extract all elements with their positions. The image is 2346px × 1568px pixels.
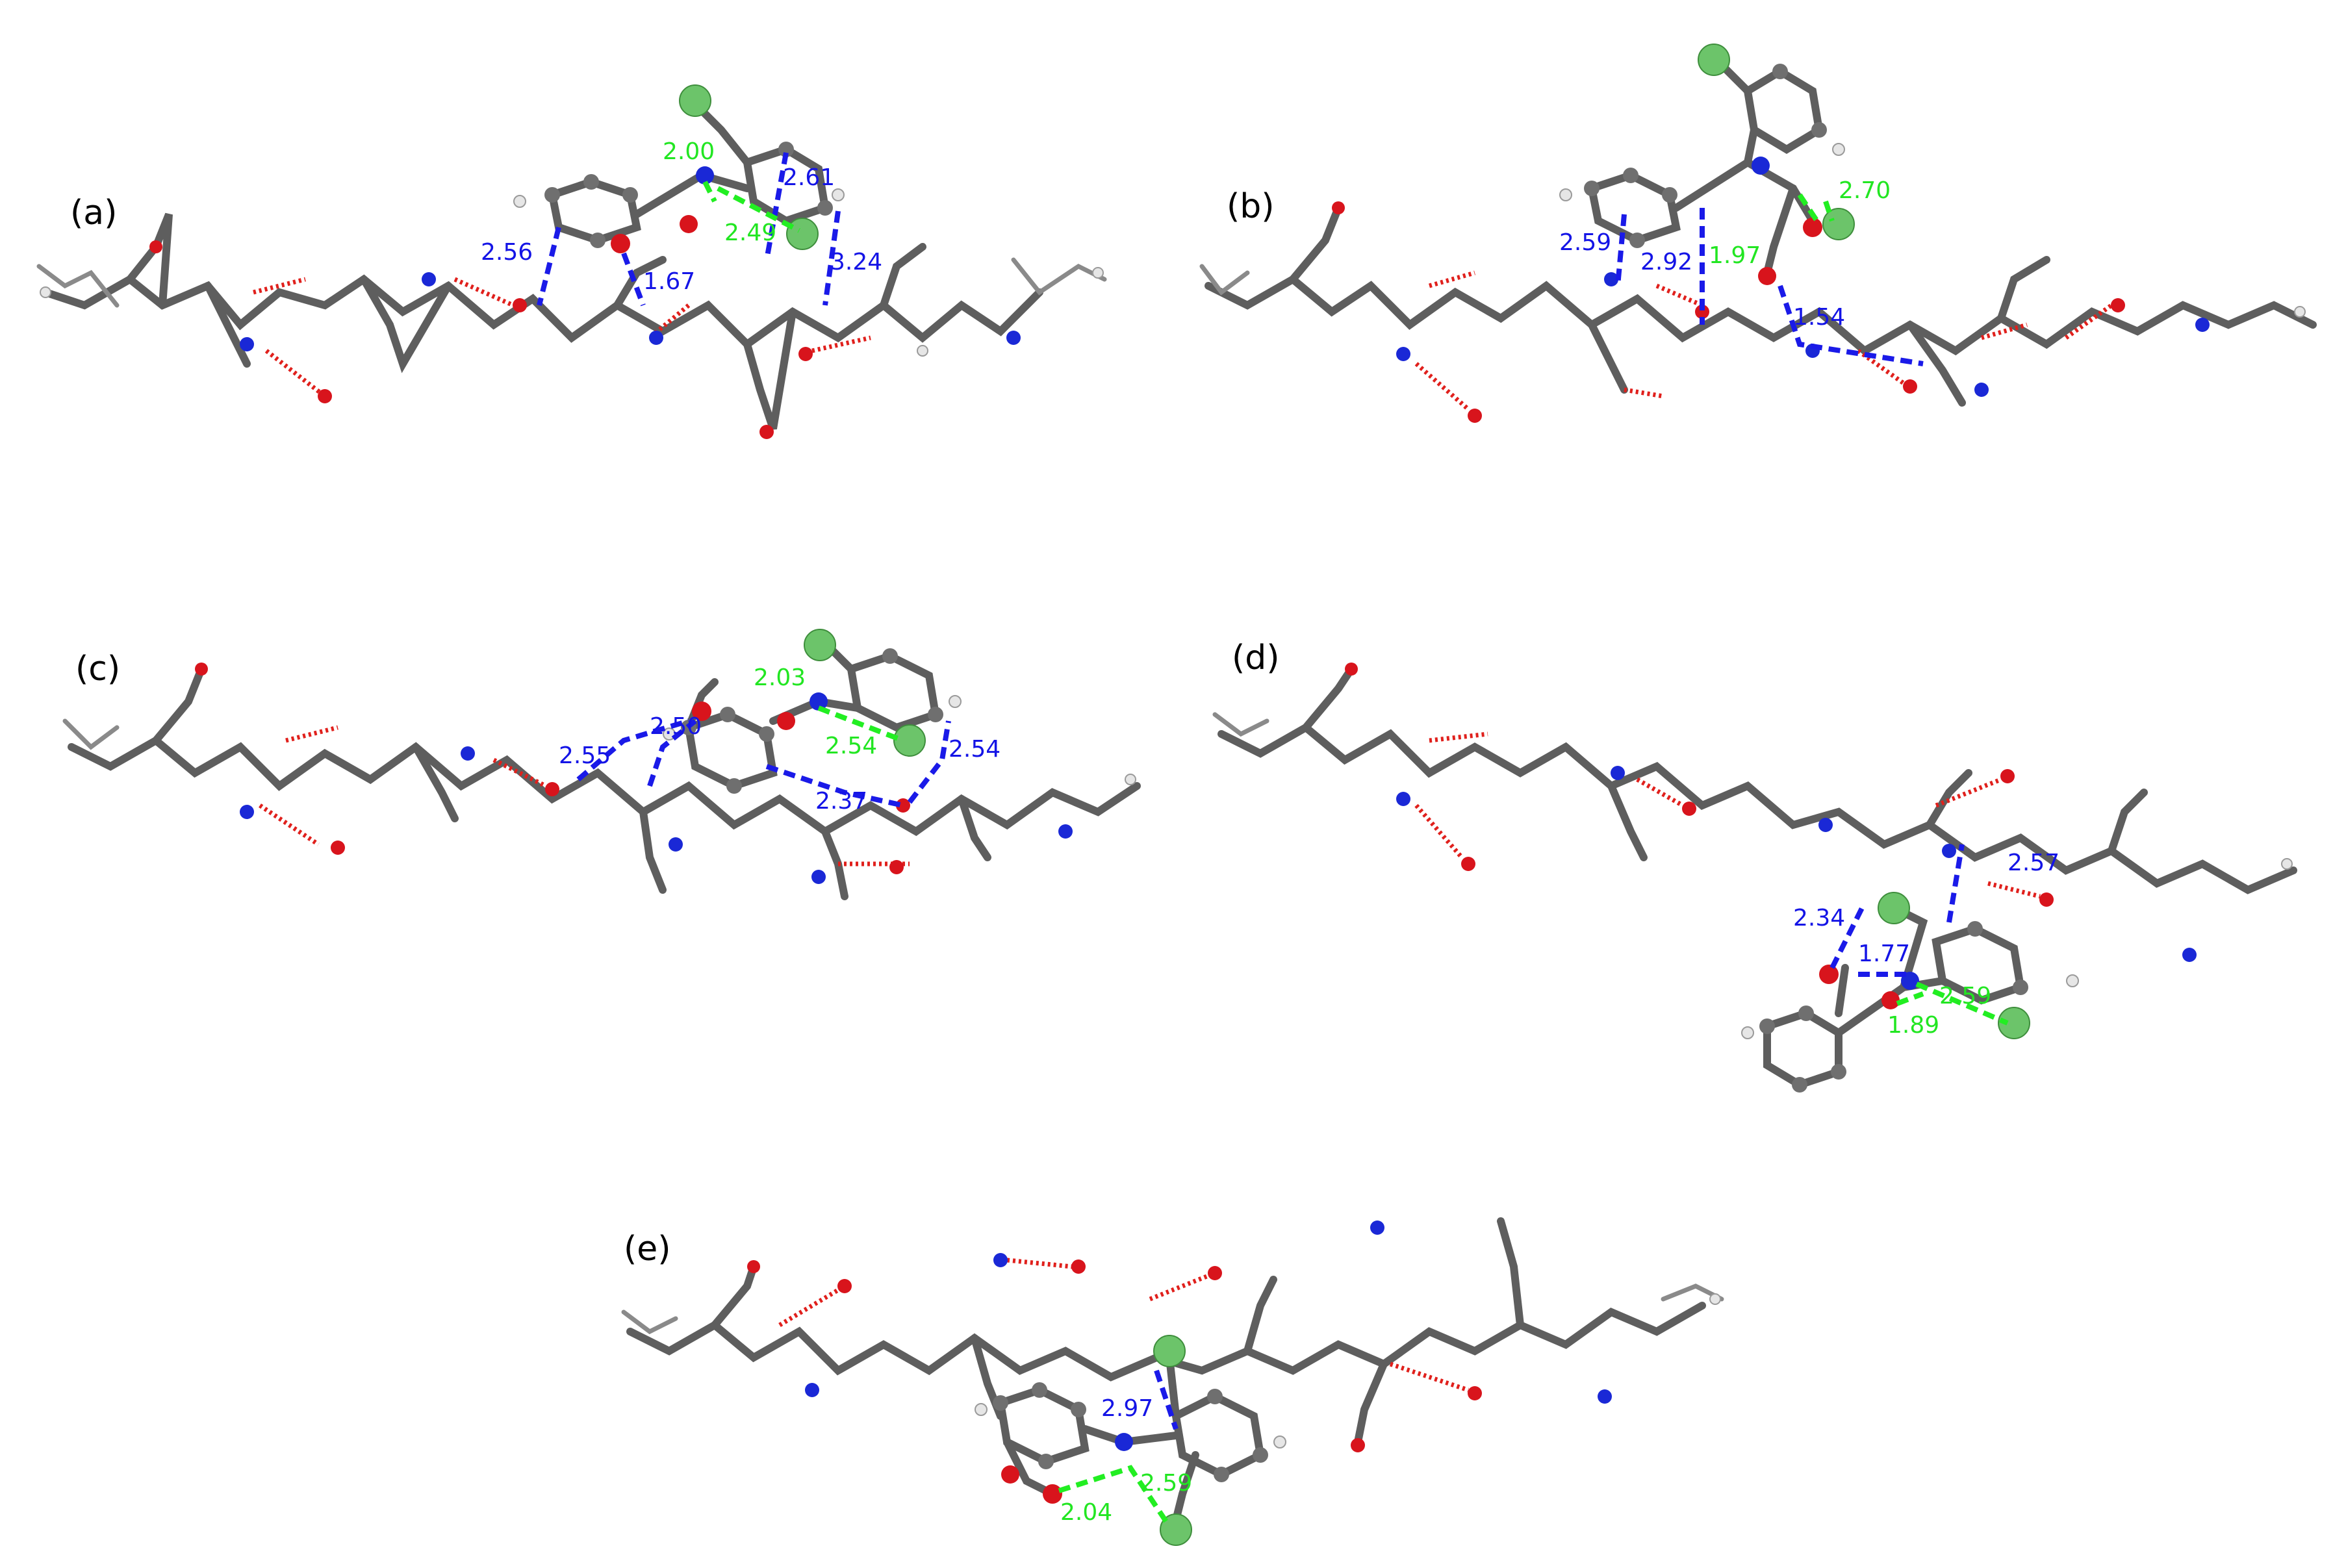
distance-label: 2.70 <box>1839 177 1891 204</box>
ligand-a <box>513 84 845 253</box>
distance-label: 2.97 <box>1101 1395 1153 1422</box>
distance-label: 2.54 <box>949 736 1001 763</box>
panel-label-d: (d) <box>1232 639 1280 677</box>
distance-label: 2.59 <box>1939 983 1991 1009</box>
ligand-c <box>663 629 962 794</box>
distance-label: 2.57 <box>2008 850 2059 876</box>
backbone-d <box>1212 663 2297 962</box>
distance-label: 1.77 <box>1858 941 1910 967</box>
distance-label: 2.34 <box>1793 905 1845 931</box>
panel-label-e: (e) <box>624 1230 671 1269</box>
distance-label: 1.54 <box>1793 304 1845 331</box>
backbone-b <box>1199 201 2317 423</box>
distance-label: 2.59 <box>1140 1470 1192 1497</box>
distance-label: 2.54 <box>825 733 877 759</box>
distance-label: 2.03 <box>754 664 806 691</box>
backbone-c <box>62 663 1141 900</box>
distance-label: 2.04 <box>1060 1499 1112 1526</box>
distance-label: 2.49 <box>724 220 776 246</box>
panel-label-b: (b) <box>1227 187 1275 226</box>
distance-label: 1.89 <box>1887 1012 1939 1039</box>
ligand-b <box>1559 44 1855 285</box>
distance-label: 2.50 <box>650 713 702 740</box>
distance-label: 2.37 <box>815 788 867 815</box>
ligand-e <box>975 1335 1286 1546</box>
distance-label: 2.00 <box>663 138 715 165</box>
panel-label-c: (c) <box>75 650 120 689</box>
distance-label: 2.56 <box>481 239 533 266</box>
distance-label: 2.55 <box>559 742 611 769</box>
ligand-d <box>1741 892 2079 1093</box>
distance-label: 2.59 <box>1559 229 1611 256</box>
panel-a: (a) <box>36 84 1107 439</box>
backbone-a <box>36 212 1107 439</box>
panel-b: (b) <box>1199 44 2317 423</box>
distance-label: 3.24 <box>830 249 882 275</box>
panel-d: (d) <box>1212 639 2297 1093</box>
panel-e: (e) <box>621 1217 1724 1546</box>
distance-label: 1.67 <box>643 268 695 295</box>
distance-label: 2.92 <box>1640 249 1692 275</box>
distance-label: 2.61 <box>783 164 835 191</box>
panel-c: (c) <box>62 629 1141 900</box>
distance-label: 1.97 <box>1709 242 1761 269</box>
panel-label-a: (a) <box>70 194 117 233</box>
